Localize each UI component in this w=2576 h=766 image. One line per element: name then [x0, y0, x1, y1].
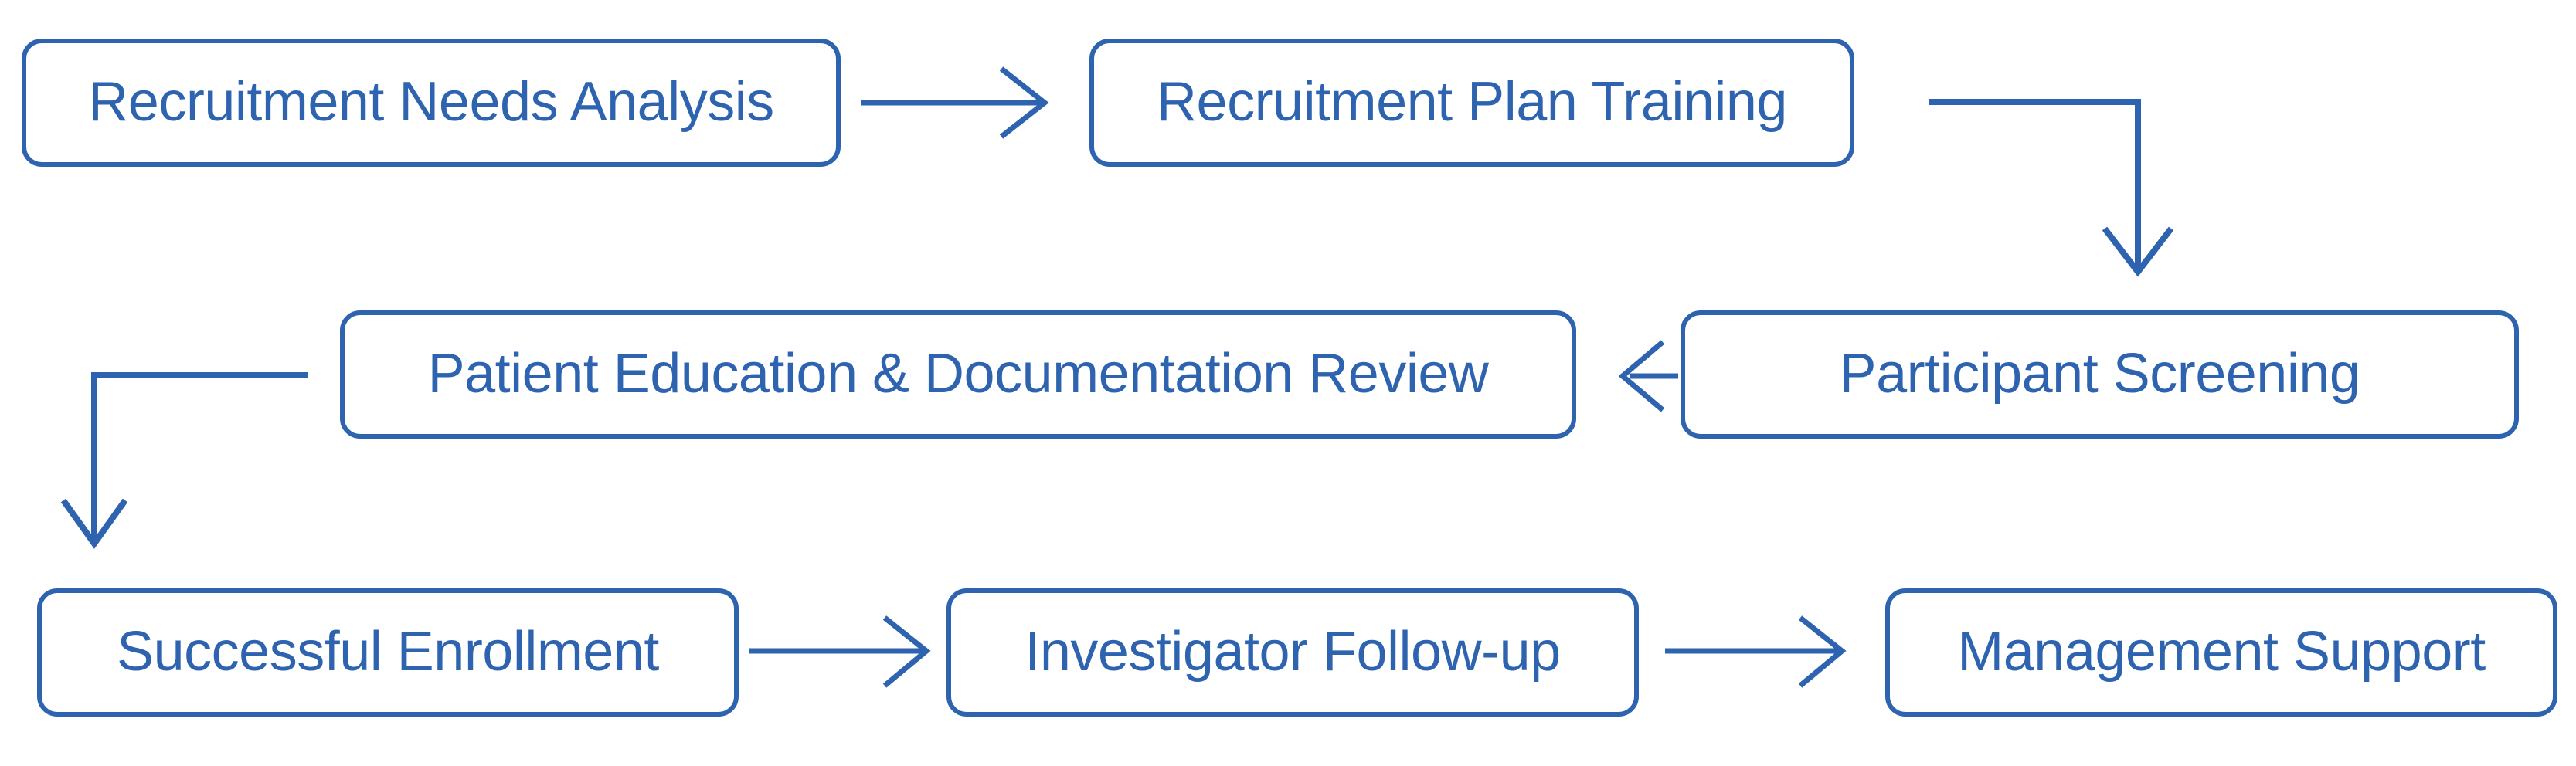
node-label: Patient Education & Documentation Review — [427, 343, 1489, 405]
node-label: Investigator Follow-up — [1025, 621, 1561, 683]
connector-needs-to-plan — [861, 66, 1049, 139]
connector-enrollment-to-followup — [749, 615, 931, 688]
connector-followup-to-management — [1665, 615, 1847, 688]
node-label: Recruitment Needs Analysis — [88, 71, 774, 134]
node-management-support[interactable]: Management Support — [1885, 588, 2557, 717]
node-label: Successful Enrollment — [117, 621, 659, 683]
node-label: Management Support — [1957, 621, 2486, 683]
node-successful-enrollment[interactable]: Successful Enrollment — [37, 588, 739, 717]
connector-screening-to-education — [1618, 340, 1678, 412]
connector-education-to-enrollment — [60, 372, 308, 549]
node-recruitment-needs-analysis[interactable]: Recruitment Needs Analysis — [22, 39, 841, 167]
connector-plan-to-screening — [1929, 99, 2174, 277]
node-recruitment-plan-training[interactable]: Recruitment Plan Training — [1089, 39, 1854, 167]
node-investigator-follow-up[interactable]: Investigator Follow-up — [946, 588, 1639, 717]
node-patient-education-documentation-review[interactable]: Patient Education & Documentation Review — [340, 310, 1576, 439]
node-label: Recruitment Plan Training — [1157, 71, 1787, 134]
node-participant-screening[interactable]: Participant Screening — [1681, 310, 2519, 439]
node-label: Participant Screening — [1839, 343, 2360, 405]
